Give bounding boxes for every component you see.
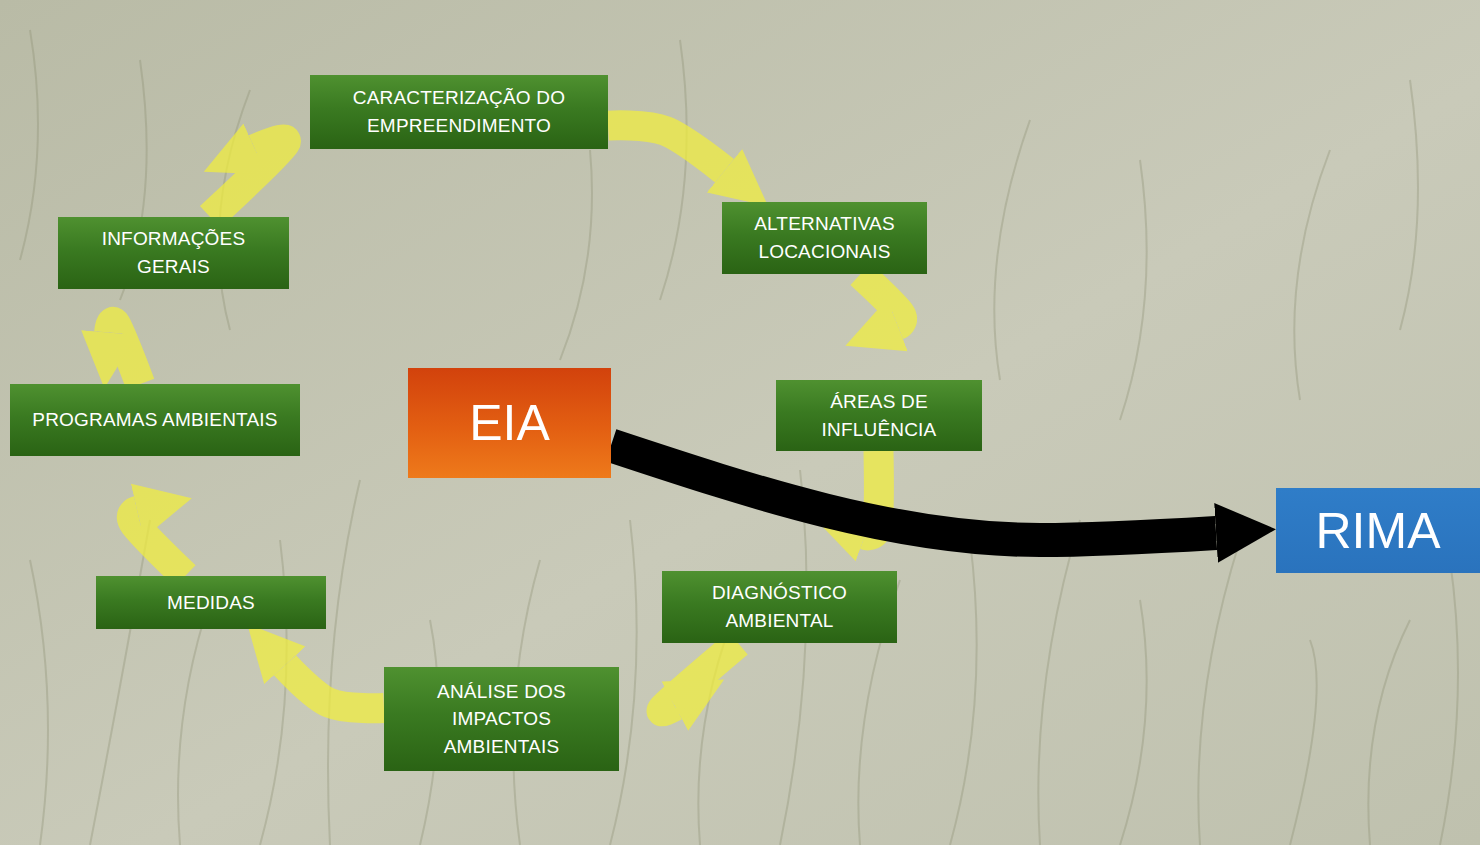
- process-step-box: PROGRAMAS AMBIENTAIS: [10, 384, 300, 456]
- cycle-arrow: [861, 274, 903, 325]
- box-label: MEDIDAS: [167, 589, 255, 617]
- process-step-box: INFORMAÇÕES GERAIS: [58, 217, 289, 289]
- cycle-arrow: [661, 643, 738, 711]
- central-study-box: EIA: [408, 368, 611, 478]
- box-label: ANÁLISE DOS IMPACTOS AMBIENTAIS: [394, 678, 609, 761]
- box-label: CARACTERIZAÇÃO DO EMPREENDIMENTO: [320, 84, 598, 139]
- box-label: RIMA: [1316, 502, 1441, 560]
- cycle-arrow: [285, 665, 384, 708]
- process-step-box: ÁREAS DE INFLUÊNCIA: [776, 380, 982, 451]
- process-step-box: ALTERNATIVAS LOCACIONAIS: [722, 202, 927, 274]
- box-label: PROGRAMAS AMBIENTAIS: [32, 406, 277, 434]
- process-step-box: MEDIDAS: [96, 576, 326, 629]
- box-label: INFORMAÇÕES GERAIS: [68, 225, 279, 280]
- process-step-box: CARACTERIZAÇÃO DO EMPREENDIMENTO: [310, 75, 608, 149]
- box-label: ÁREAS DE INFLUÊNCIA: [786, 388, 972, 443]
- process-step-box: ANÁLISE DOS IMPACTOS AMBIENTAIS: [384, 667, 619, 771]
- output-arrow: [611, 445, 1216, 540]
- cycle-arrow: [608, 125, 725, 170]
- process-step-box: DIAGNÓSTICO AMBIENTAL: [662, 571, 897, 643]
- cycle-arrow: [132, 511, 185, 576]
- report-box: RIMA: [1276, 488, 1480, 573]
- box-label: EIA: [469, 394, 550, 452]
- cycle-arrow: [210, 140, 286, 217]
- box-label: ALTERNATIVAS LOCACIONAIS: [732, 210, 917, 265]
- box-label: DIAGNÓSTICO AMBIENTAL: [672, 579, 887, 634]
- cycle-arrow: [109, 322, 140, 384]
